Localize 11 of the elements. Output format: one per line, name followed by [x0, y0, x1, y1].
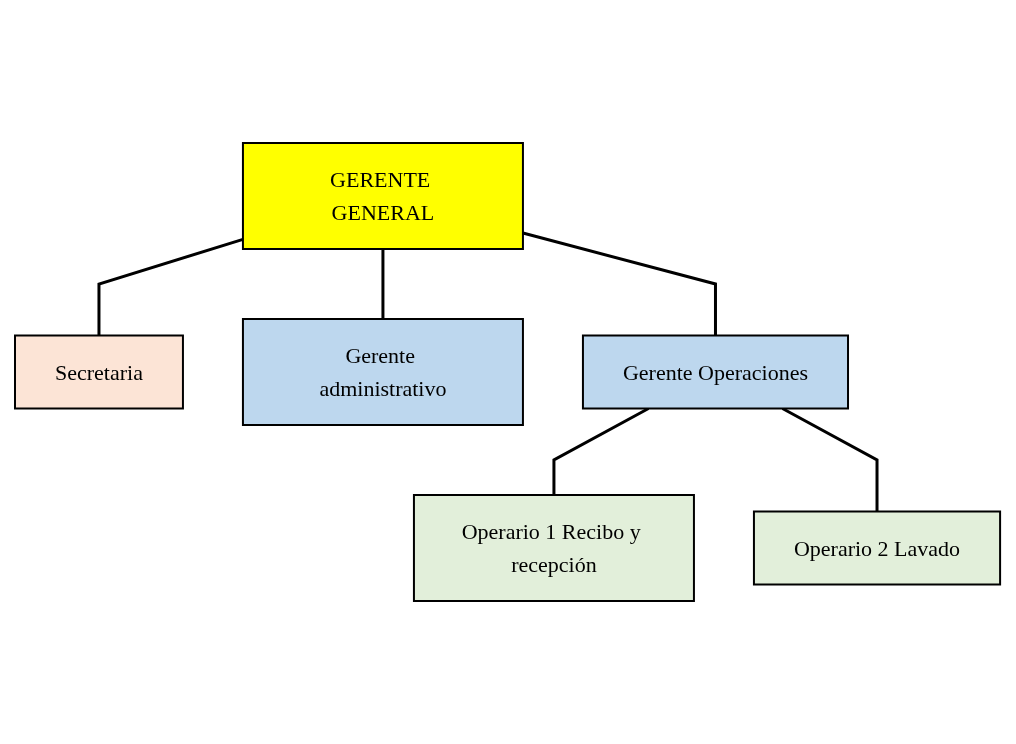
node-box: Operario 1 Recibo y recepción	[413, 494, 696, 602]
node-box: Gerente Operaciones	[582, 334, 850, 410]
connector	[381, 249, 385, 319]
connector	[523, 231, 718, 336]
node-box: Secretaria	[14, 334, 185, 410]
connector	[782, 407, 879, 512]
connector	[97, 237, 244, 336]
node-box: Operario 2 Lavado	[753, 510, 1002, 586]
node-box: Gerente administrativo	[242, 318, 525, 426]
connector	[552, 407, 650, 495]
node-box: GERENTE GENERAL	[242, 142, 525, 250]
